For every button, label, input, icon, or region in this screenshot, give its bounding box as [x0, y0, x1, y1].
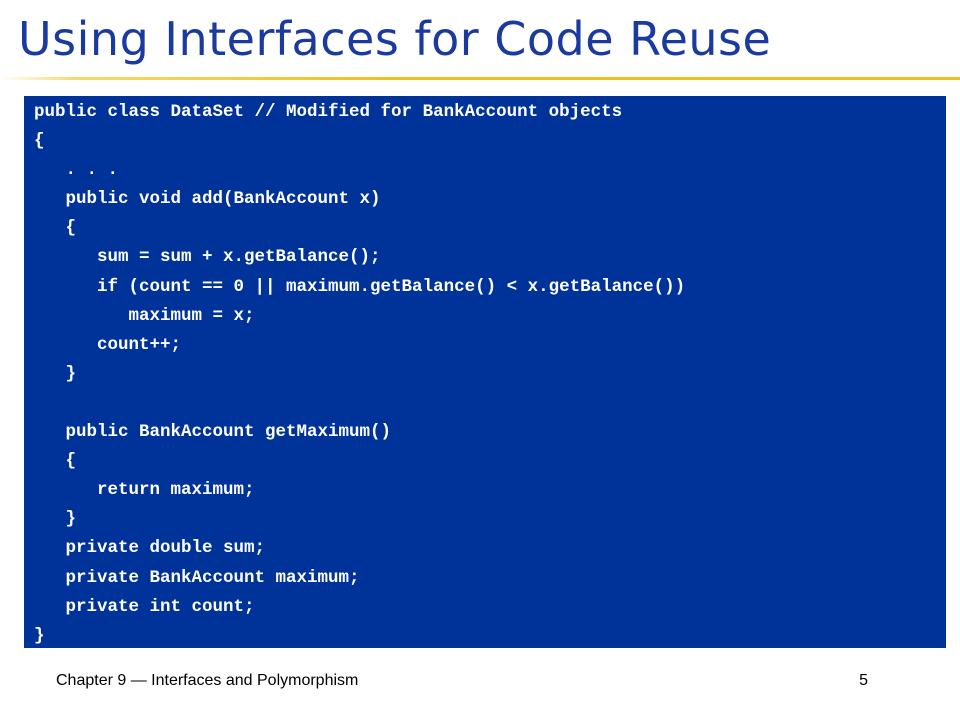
slide-title: Using Interfaces for Code Reuse: [18, 12, 772, 66]
code-line: private BankAccount maximum;: [34, 567, 360, 588]
code-line: [34, 389, 946, 418]
code-line: }: [34, 363, 77, 384]
code-line: }: [34, 625, 45, 646]
title-divider: [0, 77, 960, 80]
code-line: {: [34, 218, 77, 239]
code-line: maximum = x;: [34, 305, 255, 326]
code-line: private double sum;: [34, 538, 266, 559]
footer-chapter: Chapter 9 — Interfaces and Polymorphism: [56, 672, 359, 689]
code-line: }: [34, 509, 77, 530]
code-line: if (count == 0 || maximum.getBalance() <…: [34, 276, 686, 297]
code-line: {: [34, 451, 77, 472]
code-line: . . .: [34, 160, 119, 181]
code-line: return maximum;: [34, 480, 255, 501]
code-line: sum = sum + x.getBalance();: [34, 247, 381, 268]
code-line: public class DataSet // Modified for Ban…: [34, 102, 623, 122]
code-block: public class DataSet // Modified for Ban…: [24, 96, 946, 648]
page-number: 5: [859, 672, 868, 689]
code-line: public BankAccount getMaximum(): [34, 422, 392, 443]
code-line: {: [34, 131, 45, 152]
code-line: public void add(BankAccount x): [34, 189, 381, 210]
code-line: count++;: [34, 334, 182, 355]
code-line: private int count;: [34, 596, 255, 617]
